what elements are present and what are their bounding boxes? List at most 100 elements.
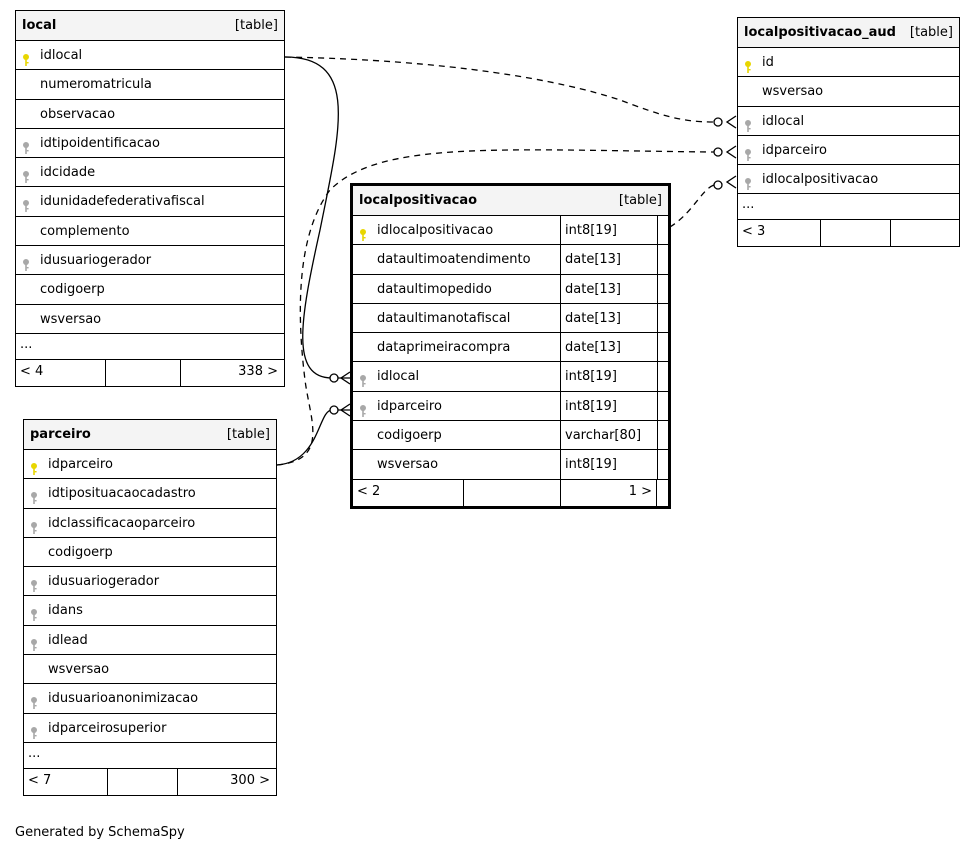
foreign-key-icon (744, 115, 756, 132)
column-row[interactable]: idusuarioanonimizacao (24, 684, 276, 714)
table-localpositivacao[interactable]: localpositivacao [table] idlocalpositiva… (350, 183, 671, 509)
parents-count[interactable]: < 3 (742, 224, 766, 240)
column-row[interactable]: dataultimanotafiscal date[13] (353, 303, 668, 334)
foreign-key-icon (30, 487, 42, 505)
column-name: idans (48, 603, 83, 619)
column-row[interactable]: dataprimeiracompra date[13] (353, 333, 668, 363)
children-count[interactable]: 1 > (628, 483, 652, 499)
column-row[interactable]: wsversao (24, 655, 276, 685)
column-name: idparceirosuperior (48, 720, 167, 736)
column-row[interactable]: wsversao int8[19] (353, 450, 668, 480)
primary-key-icon (744, 56, 756, 73)
column-row[interactable]: codigoerp (24, 538, 276, 568)
column-name: codigoerp (40, 282, 105, 298)
table-name: localpositivacao_aud (744, 25, 896, 40)
foreign-key-icon (30, 604, 42, 622)
column-row[interactable]: idtipoidentificacao (16, 129, 284, 159)
column-row[interactable]: idparceirosuperior (24, 714, 276, 743)
parents-count[interactable]: < 2 (357, 483, 381, 499)
column-row[interactable]: idtiposituacaocadastro (24, 479, 276, 509)
primary-key-icon (30, 458, 42, 475)
column-row[interactable]: idlocal (16, 41, 284, 71)
foreign-key-icon (22, 137, 34, 154)
foreign-key-icon (30, 575, 42, 593)
column-row[interactable]: idparceiro (24, 450, 276, 480)
table-parceiro[interactable]: parceiro [table] idparceiro idtiposituaca… (23, 419, 277, 796)
column-row[interactable]: idusuariogerador (24, 567, 276, 597)
table-kind: [table] (234, 18, 278, 33)
column-type: date[13] (560, 303, 657, 333)
table-header: local [table] (16, 11, 284, 41)
column-row[interactable]: complemento (16, 217, 284, 247)
table-name: localpositivacao (359, 193, 478, 208)
column-name: id (762, 55, 774, 70)
column-type: varchar[80] (560, 421, 657, 450)
column-name: idtipoidentificacao (40, 135, 160, 151)
more-columns[interactable]: ... (24, 743, 276, 769)
column-name: dataprimeiracompra (377, 340, 511, 356)
column-row[interactable]: idunidadefederativafiscal (16, 187, 284, 217)
column-name: idlocal (377, 369, 420, 385)
parents-count[interactable]: < 7 (28, 772, 52, 788)
foreign-key-icon (359, 370, 371, 388)
column-row[interactable]: id (738, 48, 959, 78)
table-footer: < 4 338 > (16, 359, 284, 386)
foreign-key-icon (30, 517, 42, 534)
column-row[interactable]: idlocalpositivacao (738, 165, 959, 195)
table-kind: [table] (618, 193, 662, 208)
column-name: idlead (48, 632, 88, 648)
foreign-key-icon (30, 634, 42, 651)
column-name: wsversao (40, 311, 102, 327)
column-row[interactable]: idans (24, 596, 276, 626)
table-localpositivacao-aud[interactable]: localpositivacao_aud [table] id wsversao i… (737, 17, 960, 248)
children-count[interactable]: 338 > (238, 363, 278, 379)
column-row[interactable]: idusuariogerador (16, 246, 284, 276)
column-type: int8[19] (560, 450, 657, 479)
column-name: idtiposituacaocadastro (48, 486, 196, 502)
column-row[interactable]: wsversao (738, 77, 959, 107)
children-count[interactable]: 300 > (230, 772, 270, 788)
column-name: idusuariogerador (40, 253, 152, 269)
column-row[interactable]: idparceiro (738, 136, 959, 166)
column-name: wsversao (377, 457, 439, 473)
column-name: codigoerp (48, 544, 113, 560)
column-row[interactable]: wsversao (16, 305, 284, 334)
generated-by-label: Generated by SchemaSpy (15, 825, 185, 840)
column-row[interactable]: numeromatricula (16, 70, 284, 100)
more-columns[interactable]: ... (16, 334, 284, 360)
column-name: dataultimanotafiscal (377, 310, 511, 326)
table-header: parceiro [table] (24, 420, 276, 450)
column-row[interactable]: idlead (24, 626, 276, 656)
column-row[interactable]: codigoerp varchar[80] (353, 421, 668, 451)
foreign-key-icon (744, 144, 756, 161)
more-columns[interactable]: ... (738, 194, 959, 221)
column-row[interactable]: idclassificacaoparceiro (24, 509, 276, 538)
column-row[interactable]: observacao (16, 100, 284, 129)
column-name: idusuariogerador (48, 574, 160, 590)
foreign-key-icon (744, 173, 756, 191)
table-header: localpositivacao_aud [table] (738, 18, 959, 48)
column-type: date[13] (560, 333, 657, 362)
column-name: idlocal (762, 113, 805, 129)
column-name: idparceiro (762, 142, 827, 158)
column-row[interactable]: idcidade (16, 158, 284, 188)
rel-lp-aud (659, 184, 715, 233)
foreign-key-icon (22, 195, 34, 213)
foreign-key-icon (22, 254, 34, 272)
column-name: codigoerp (377, 428, 442, 444)
column-row[interactable]: codigoerp (16, 275, 284, 305)
table-kind: [table] (226, 427, 270, 442)
column-row[interactable]: idlocal (738, 107, 959, 136)
rel-parceiro-localpositivacao (276, 409, 350, 466)
column-name: idusuarioanonimizacao (48, 691, 199, 707)
parents-count[interactable]: < 4 (20, 363, 44, 379)
column-list: idparceiro idtiposituacaocadastro idclassi… (24, 450, 276, 743)
